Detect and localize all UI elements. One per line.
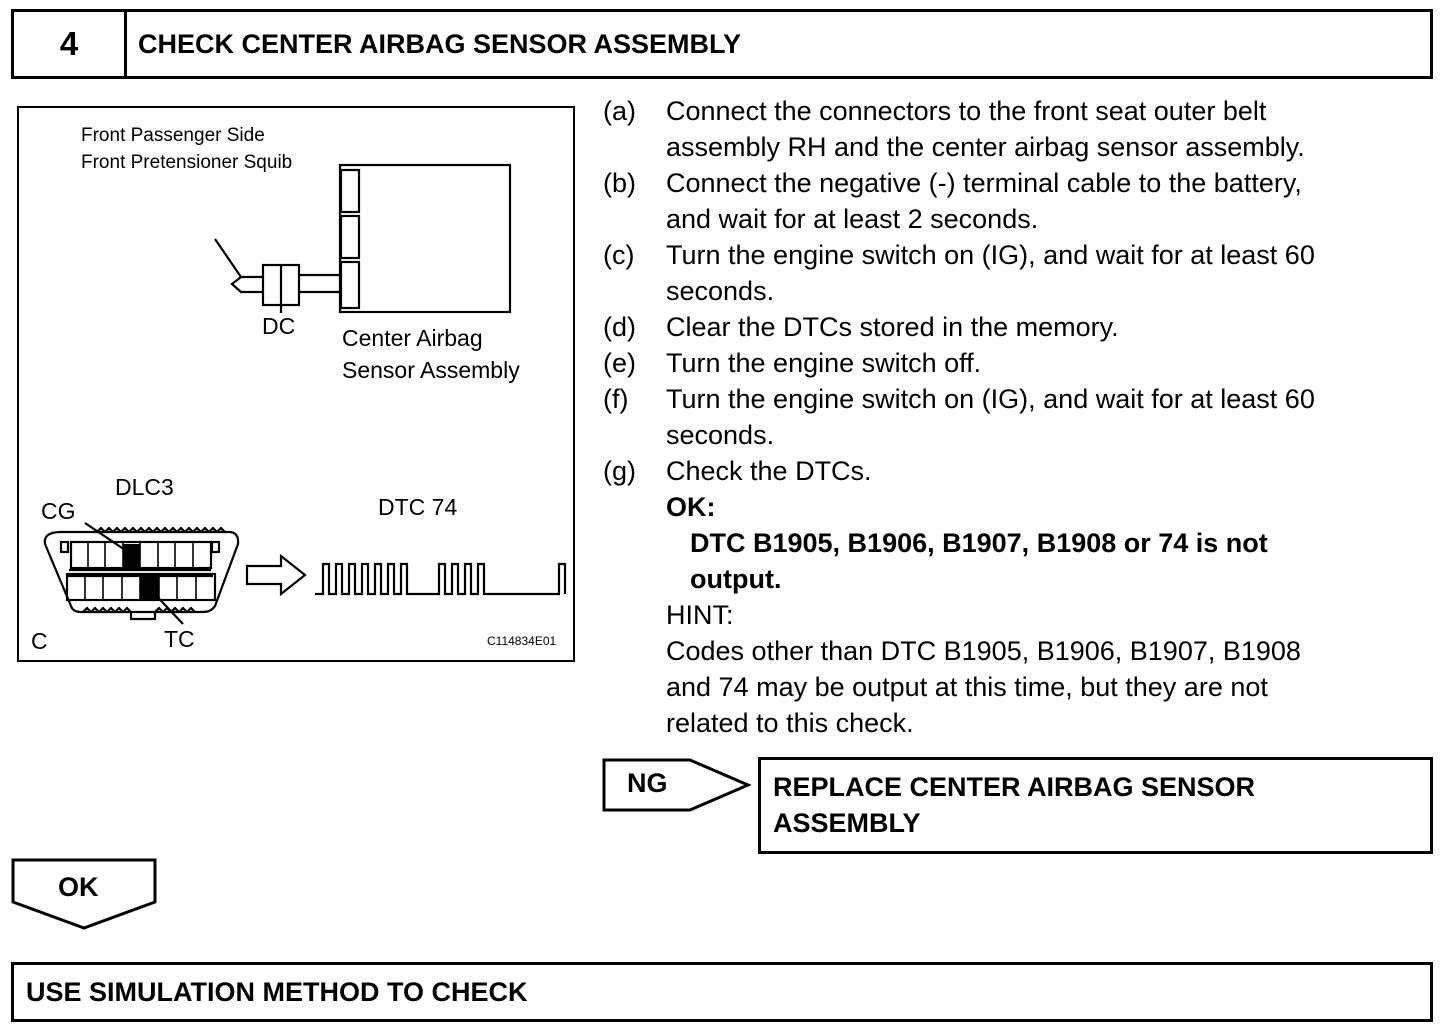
sensor-label-line1: Center Airbag	[342, 325, 483, 351]
figure-drawing	[43, 163, 567, 625]
cg-terminal	[123, 544, 140, 568]
step-b: (b) Connect the negative (-) terminal ca…	[603, 165, 1433, 237]
ok-label: OK	[58, 872, 99, 902]
ok-arrow-shape	[11, 858, 157, 930]
hint-label: HINT:	[666, 600, 734, 630]
step-letter: (b)	[603, 168, 636, 198]
step-f: (f) Turn the engine switch on (IG), and …	[603, 381, 1433, 453]
step-letter: (e)	[603, 348, 636, 378]
step-text-line: seconds.	[666, 276, 775, 306]
figure-code: C114834E01	[487, 634, 557, 648]
ok-criteria-label: OK:	[666, 492, 716, 522]
signal-arrow	[245, 553, 307, 597]
dlc3-label: DLC3	[115, 474, 174, 500]
step-text-line: Turn the engine switch off.	[666, 348, 982, 378]
step-text-line: Turn the engine switch on (IG), and wait…	[666, 240, 1315, 270]
ok-criteria-line: DTC B1905, B1906, B1907, B1908 or 74 is …	[690, 528, 1268, 558]
step-c: (c) Turn the engine switch on (IG), and …	[603, 237, 1433, 309]
step-letter: (a)	[603, 96, 636, 126]
ng-result-line: REPLACE CENTER AIRBAG SENSOR	[773, 772, 1256, 802]
step-text-line: Connect the negative (-) terminal cable …	[666, 168, 1302, 198]
next-step-text: USE SIMULATION METHOD TO CHECK	[26, 976, 528, 1007]
step-number: 4	[14, 12, 127, 76]
step-text-line: Connect the connectors to the front seat…	[666, 96, 1267, 126]
dtc-74-label: DTC 74	[378, 494, 458, 520]
ng-result-box: REPLACE CENTER AIRBAG SENSOR ASSEMBLY	[758, 757, 1433, 854]
sensor-label-line2: Sensor Assembly	[342, 357, 520, 383]
hint-line: and 74 may be output at this time, but t…	[666, 672, 1268, 702]
step-letter: (f)	[603, 384, 629, 414]
step-text-line: and wait for at least 2 seconds.	[666, 204, 1039, 234]
step-a: (a) Connect the connectors to the front …	[603, 93, 1433, 165]
tc-terminal	[140, 576, 159, 600]
sensor-connector-2	[339, 214, 361, 260]
squib-label-line1: Front Passenger Side	[81, 125, 265, 146]
wiring-figure: Front Passenger Side Front Pretensioner …	[17, 106, 575, 662]
step-header: 4 CHECK CENTER AIRBAG SENSOR ASSEMBLY	[11, 9, 1433, 79]
step-letter: (d)	[603, 312, 636, 342]
step-text-line: Check the DTCs.	[666, 456, 872, 486]
next-step-box: USE SIMULATION METHOD TO CHECK	[11, 962, 1433, 1022]
step-title: CHECK CENTER AIRBAG SENSOR ASSEMBLY	[138, 28, 742, 59]
c-connector-label: C	[31, 628, 48, 654]
dlc3-outline	[43, 530, 240, 614]
squib-label-line2: Front Pretensioner Squib	[81, 152, 293, 173]
sensor-connector-1	[339, 168, 361, 214]
cg-pin-label: CG	[41, 498, 76, 524]
ng-label: NG	[627, 768, 668, 798]
step-letter: (g)	[603, 456, 636, 486]
step-letter: (c)	[603, 240, 635, 270]
ng-result-line: ASSEMBLY	[773, 808, 921, 838]
hint-line: related to this check.	[666, 708, 914, 738]
step-text-line: Turn the engine switch on (IG), and wait…	[666, 384, 1315, 414]
tc-pin-label: TC	[164, 626, 195, 652]
sensor-body	[338, 163, 512, 314]
dlc3-top-pins	[69, 540, 213, 570]
ng-arrow-shape	[602, 758, 752, 812]
dc-connector-label: DC	[262, 313, 296, 339]
step-text-line: Clear the DTCs stored in the memory.	[666, 312, 1119, 342]
dtc-74-waveform	[315, 562, 567, 596]
procedure: (a) Connect the connectors to the front …	[603, 93, 1433, 741]
step-text-line: assembly RH and the center airbag sensor…	[666, 132, 1305, 162]
hint-line: Codes other than DTC B1905, B1906, B1907…	[666, 636, 1301, 666]
step-d: (d) Clear the DTCs stored in the memory.	[603, 309, 1433, 345]
sensor-connector-3	[339, 260, 361, 310]
step-text-line: seconds.	[666, 420, 775, 450]
step-g: (g) Check the DTCs.	[603, 453, 1433, 489]
step-e: (e) Turn the engine switch off.	[603, 345, 1433, 381]
ng-result-text: REPLACE CENTER AIRBAG SENSOR ASSEMBLY	[773, 769, 1420, 841]
ok-criteria-line: output.	[690, 564, 782, 594]
